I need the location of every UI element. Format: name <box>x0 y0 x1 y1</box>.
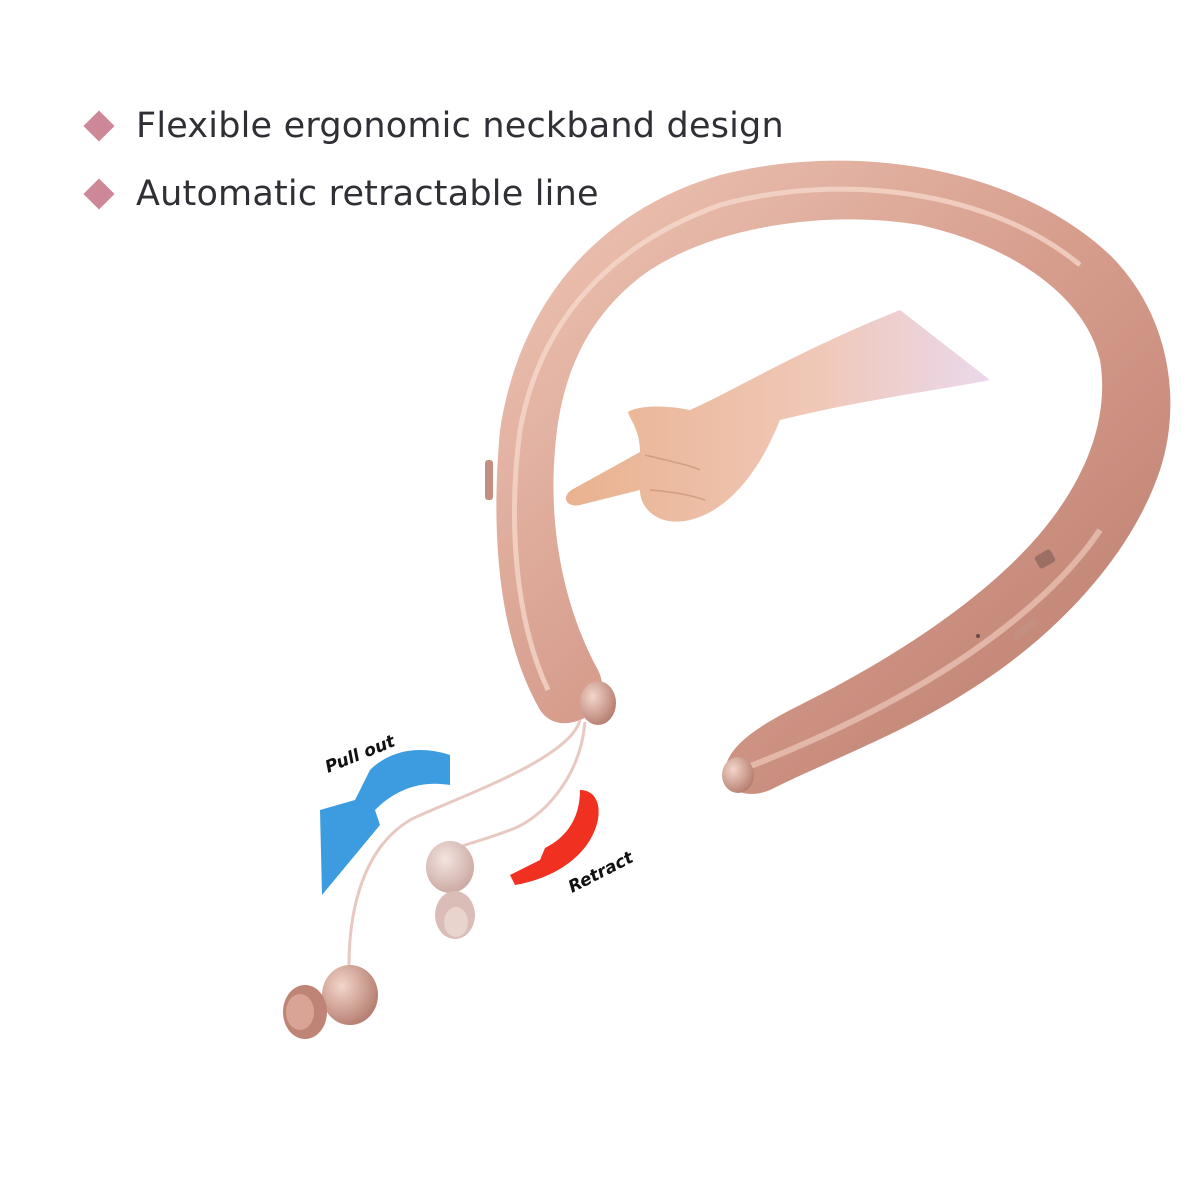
pointing-hand-icon <box>565 310 990 522</box>
feature-list: Flexible ergonomic neckband design Autom… <box>80 92 784 228</box>
pull-out-arrow-icon <box>320 750 450 895</box>
feature-text: Automatic retractable line <box>136 174 599 214</box>
earbud-right <box>426 841 475 939</box>
feature-text: Flexible ergonomic neckband design <box>136 106 784 146</box>
feature-item: Flexible ergonomic neckband design <box>80 92 784 160</box>
earbud-left <box>283 965 378 1039</box>
neckband <box>485 160 1171 794</box>
retract-arrow-icon <box>510 790 599 885</box>
earbud-cables <box>347 719 587 991</box>
power-button-icon <box>1034 549 1056 569</box>
feature-item: Automatic retractable line <box>80 160 784 228</box>
